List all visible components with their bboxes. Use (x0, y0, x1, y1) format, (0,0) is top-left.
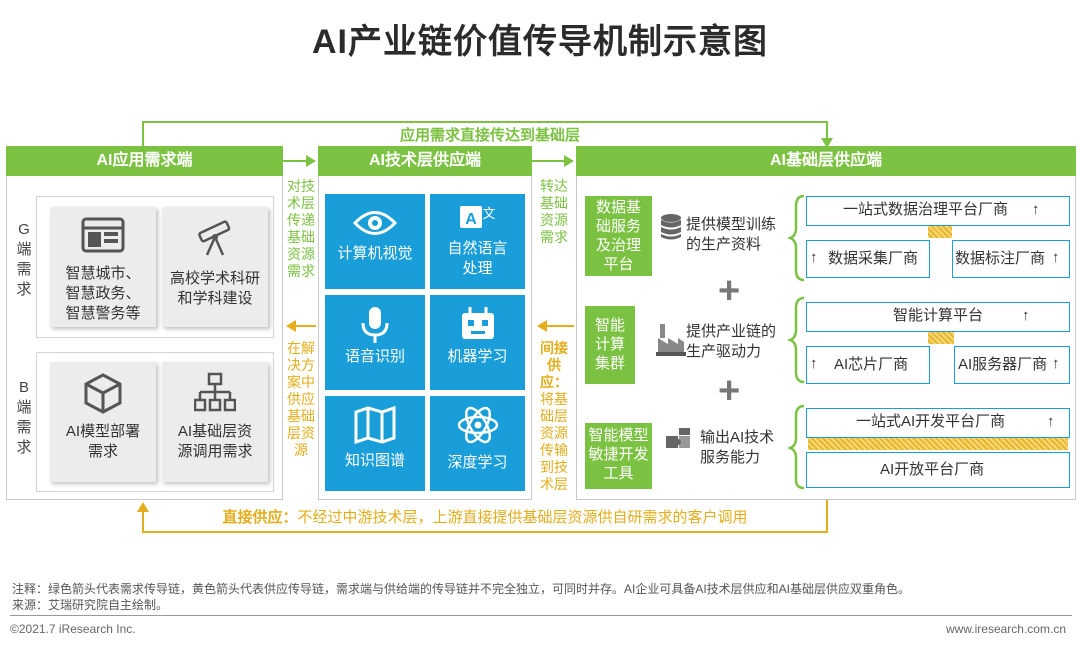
bottom-supply-arrow (142, 500, 828, 533)
top-demand-arrow (142, 121, 828, 148)
source: 来源：艾瑞研究院自主绘制。 (12, 598, 169, 612)
bottom-arrow-label: 直接供应：不经过中游技术层，上游直接提供基础层资源供自研需求的客户调用 (150, 506, 820, 527)
vendor-box-data-collect (806, 240, 930, 278)
arrow-up-icon: ↑ (810, 249, 818, 266)
hierarchy-icon (194, 372, 236, 412)
tile-speech-recognition: 语音识别 (325, 295, 425, 390)
bottom-arrow-text: 不经过中游技术层，上游直接提供基础层资源供自研需求的客户调用 (297, 509, 748, 526)
plus-icon: + (718, 270, 741, 312)
tile-nlp: A 文 自然语言 处理 (430, 194, 525, 289)
arrow-up-icon: ↑ (1047, 413, 1055, 430)
plus-icon: + (718, 370, 741, 412)
footer-divider (10, 615, 1072, 616)
hatch-connector (928, 332, 954, 344)
map-icon (354, 406, 396, 444)
vendor-data-label: 数据标注厂商 (955, 250, 1046, 267)
footer-url: www.iresearch.com.cn (945, 622, 1066, 636)
vendor-box-data-platform (806, 196, 1070, 226)
page-title: AI产业链价值传导机制示意图 (312, 23, 768, 61)
vendor-compute-platform: 智能计算平台 (893, 307, 984, 324)
arrow-up-icon: ↑ (1032, 201, 1040, 218)
infra-desc-data: 提供模型训练的生产资料 (686, 216, 777, 253)
tile-machine-learning: 机器学习 (430, 295, 525, 390)
infra-label-tools: 智能模型敏捷开发工具 (585, 423, 652, 489)
top-arrow-label: 应用需求直接传达到基础层 (399, 127, 580, 144)
vendor-box-ai-server (954, 346, 1070, 384)
arrow-up-icon: ↑ (810, 355, 818, 372)
arrow-up-icon: ↑ (1052, 249, 1060, 266)
svg-text:A: A (465, 211, 477, 228)
microphone-icon (361, 307, 389, 343)
flow-label-left-bottom: 在解决方案中供应基础层资源 (287, 340, 315, 458)
flow-label-right-top: 转达基础资源需求 (540, 178, 568, 245)
left-panel-header: AI应用需求端 (6, 146, 283, 176)
infra-desc-compute: 提供产业链的生产驱动力 (686, 323, 777, 360)
vendor-box-data-label (952, 240, 1070, 278)
flow-label-left-top: 对技术层传递基础资源需求 (287, 178, 315, 279)
right-panel-header: AI基础层供应端 (576, 146, 1076, 176)
g-card-academic: 高校学术科研 和学科建设 (162, 207, 268, 327)
middle-panel-header: AI技术层供应端 (318, 146, 532, 176)
g-card-smart-city: 智慧城市、 智慧政务、 智慧警务等 (50, 207, 156, 327)
bottom-supply-arrowhead (137, 502, 149, 512)
tile-deep-learning: 深度学习 (430, 396, 525, 491)
arrow-up-icon: ↑ (1022, 307, 1030, 324)
infra-label-data: 数据基础服务及治理平台 (585, 196, 652, 276)
hatch-connector (928, 226, 952, 238)
b-card-resource-call: AI基础层资 源调用需求 (162, 362, 268, 482)
right-green-arrowhead (564, 155, 574, 167)
vendor-ai-open-platform: AI开放平台厂商 (880, 461, 985, 478)
footer-copyright: ©2021.7 iResearch Inc. (10, 622, 136, 636)
puzzle-icon (666, 428, 690, 448)
eye-icon (353, 211, 397, 235)
robot-icon (461, 307, 494, 339)
vendor-box-compute-platform (806, 302, 1070, 332)
tile-computer-vision: 计算机视觉 (325, 194, 425, 289)
vendor-box-ai-chip (806, 346, 930, 384)
atom-icon (457, 406, 498, 444)
vendor-ai-server: AI服务器厂商 (958, 356, 1048, 373)
infra-desc-tools: 输出AI技术服务能力 (700, 429, 775, 466)
tile-knowledge-graph: 知识图谱 (325, 396, 425, 491)
bottom-arrow-bold: 直接供应： (222, 509, 298, 526)
brackets (788, 194, 805, 490)
flow-label-right-bottom: 间接供应： 将基础层资源传输到技术层 (540, 340, 568, 492)
vendor-box-ai-open-platform (806, 452, 1070, 488)
left-yellow-arrowhead (286, 320, 296, 332)
svg-text:文: 文 (482, 207, 495, 222)
top-demand-arrowhead (821, 138, 833, 148)
vendor-ai-dev-platform: 一站式AI开发平台厂商 (856, 413, 1006, 430)
left-green-arrowhead (306, 155, 316, 167)
vendor-box-ai-dev-platform (806, 408, 1070, 438)
right-yellow-arrowhead (537, 320, 547, 332)
arrow-up-icon: ↑ (1052, 355, 1060, 372)
vendor-ai-chip: AI芯片厂商 (834, 356, 909, 373)
factory-icon (656, 324, 686, 356)
translate-icon: A 文 (459, 206, 495, 228)
note: 注释：绿色箭头代表需求传导链，黄色箭头代表供应传导链，需求端与供给端的传导链并不… (12, 582, 911, 596)
cube-icon (84, 373, 122, 414)
browser-window-icon (81, 217, 125, 253)
infra-label-compute: 智能计算集群 (585, 306, 635, 384)
hatch-connector (808, 438, 1068, 450)
database-icon (661, 214, 681, 240)
vendor-data-collect: 数据采集厂商 (828, 250, 919, 267)
b-card-model-deploy: AI模型部署 需求 (50, 362, 156, 482)
vendor-data-platform: 一站式数据治理平台厂商 (843, 201, 1009, 218)
telescope-icon (198, 220, 231, 256)
